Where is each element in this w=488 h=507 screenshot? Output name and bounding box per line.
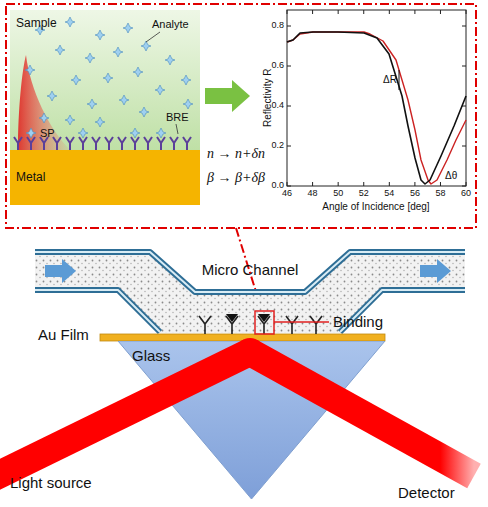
region-label: Metal bbox=[16, 170, 45, 184]
part-label: Au Film bbox=[38, 326, 89, 343]
label-holder: Angle of Incidence [deg] bbox=[322, 201, 429, 213]
micro-channel bbox=[35, 252, 465, 333]
tick-label: 0.8 bbox=[271, 20, 284, 30]
part-label: Micro Channel bbox=[202, 261, 299, 278]
label-holder: 50 bbox=[333, 188, 343, 198]
part-label: SP bbox=[40, 127, 55, 140]
sample-region: Sample bbox=[10, 10, 200, 148]
binding-sites bbox=[199, 314, 322, 334]
equation: β → β+δβ bbox=[207, 170, 265, 186]
reflectivity-plot bbox=[287, 10, 466, 186]
axis-title: Angle of Incidence [deg] bbox=[322, 201, 429, 213]
tick-label: 58 bbox=[435, 188, 445, 198]
label-holder: 0.0 bbox=[271, 180, 284, 190]
label-holder: Micro Channel bbox=[202, 261, 299, 278]
label-holder: 0.8 bbox=[271, 20, 284, 30]
label-holder: β → β+δβ bbox=[207, 170, 265, 186]
leader-line bbox=[274, 321, 329, 323]
label-holder: Analyte bbox=[152, 18, 189, 31]
label-holder: Reflectivity R bbox=[262, 69, 274, 127]
region-label: Sample bbox=[16, 16, 57, 30]
label-holder: 0.2 bbox=[271, 140, 284, 150]
tick-label: 52 bbox=[359, 188, 369, 198]
label-holder: Δθ bbox=[445, 170, 457, 182]
label-holder: 48 bbox=[308, 188, 318, 198]
label-holder: 54 bbox=[384, 188, 394, 198]
process-arrow bbox=[205, 80, 250, 112]
tick-label: 54 bbox=[384, 188, 394, 198]
label-holder: ΔR bbox=[383, 74, 397, 86]
delta-label: ΔR bbox=[383, 74, 397, 86]
label-holder: Light source bbox=[10, 474, 92, 491]
tick-label: 60 bbox=[461, 188, 471, 198]
label-holder: BRE bbox=[166, 111, 189, 124]
tick-label: 0.2 bbox=[271, 140, 284, 150]
part-label: Analyte bbox=[152, 18, 189, 31]
equation: n → n+δn bbox=[207, 146, 265, 162]
label-holder: Detector bbox=[398, 484, 455, 501]
sensor-surface bbox=[10, 10, 200, 205]
tick-label: 0.0 bbox=[271, 180, 284, 190]
part-label: Light source bbox=[10, 474, 92, 491]
tick-label: 0.4 bbox=[271, 100, 284, 110]
part-label: BRE bbox=[166, 111, 189, 124]
metal-layer: Metal bbox=[10, 152, 200, 205]
part-label: Detector bbox=[398, 484, 455, 501]
label-holder: 58 bbox=[435, 188, 445, 198]
label-holder: n → n+δn bbox=[207, 146, 265, 162]
binding-marker bbox=[255, 311, 274, 334]
part-label: Binding bbox=[333, 313, 383, 330]
gold-film bbox=[100, 334, 385, 341]
region-label: Glass bbox=[132, 347, 170, 364]
label-holder: 52 bbox=[359, 188, 369, 198]
axis-title: Reflectivity R bbox=[262, 69, 274, 127]
tick-label: 48 bbox=[308, 188, 318, 198]
label-holder: 0.4 bbox=[271, 100, 284, 110]
tick-label: 50 bbox=[333, 188, 343, 198]
label-holder: Au Film bbox=[38, 326, 89, 343]
label-holder: SP bbox=[40, 127, 55, 140]
tick-label: 0.6 bbox=[271, 60, 284, 70]
label-holder: Binding bbox=[333, 313, 383, 330]
delta-label: Δθ bbox=[445, 170, 457, 182]
tick-label: 56 bbox=[410, 188, 420, 198]
label-holder: 56 bbox=[410, 188, 420, 198]
label-holder: 0.6 bbox=[271, 60, 284, 70]
label-holder: 60 bbox=[461, 188, 471, 198]
